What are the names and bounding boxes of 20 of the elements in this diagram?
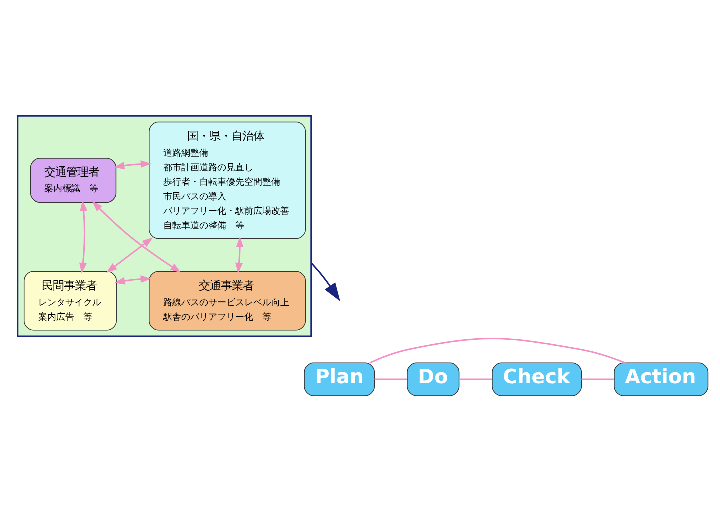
node-box: Action xyxy=(614,362,709,396)
node-box: 交通事業者 路線バスのサービスレベル向上 駅舎のバリアフリー化 等 xyxy=(149,271,306,331)
connector xyxy=(374,378,408,380)
arrow xyxy=(79,200,88,274)
connector xyxy=(582,378,614,380)
node-box: 民間事業者 レンタサイクル 案内広告 等 xyxy=(24,271,117,331)
node-box: 国・県・自治体 道路網整備 都市計画道路の見直し 歩行者・自転車優先空間整備 市民バスの導入 バリアフリー化・駅前広場改善 自転車道の整備 等 xyxy=(149,122,306,240)
node-box: Plan xyxy=(304,362,376,396)
arrow xyxy=(236,236,244,274)
node-box: Do xyxy=(407,362,460,396)
node-box: Check xyxy=(492,362,582,396)
arrow xyxy=(114,276,152,285)
connector xyxy=(370,338,626,364)
connector xyxy=(460,378,492,380)
arrow xyxy=(310,262,340,302)
arrow xyxy=(106,238,154,273)
arrow xyxy=(92,201,182,273)
arrow xyxy=(114,160,152,170)
node-box: 交通管理者 案内標識 等 xyxy=(30,158,117,204)
cluster xyxy=(17,115,312,338)
